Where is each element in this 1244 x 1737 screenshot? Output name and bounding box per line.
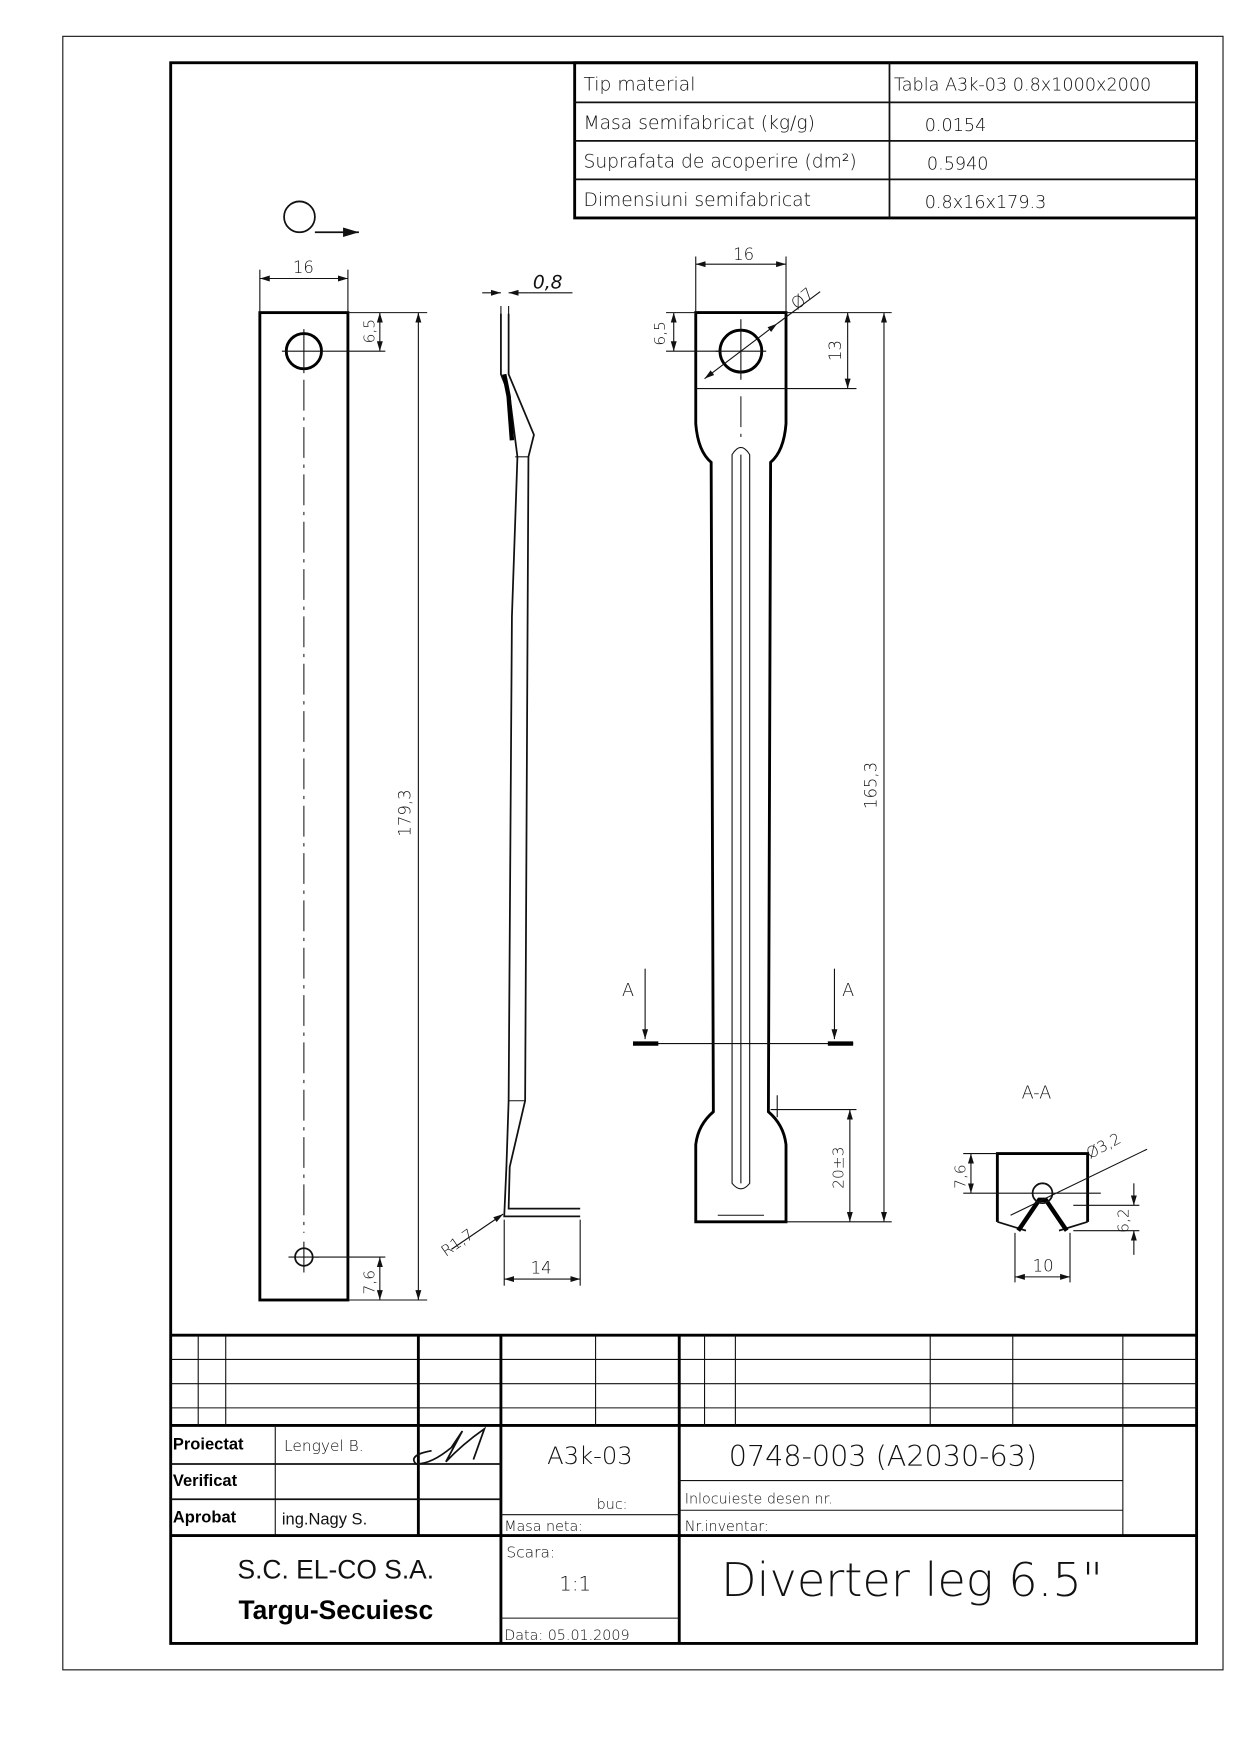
front-view: 16 179,3 6,5 7,6 [258, 258, 428, 1302]
formed-hole-diameter-dim: Ø7 [787, 284, 817, 314]
front-width-dim: 16 [293, 258, 314, 277]
role-approved: Aprobat [173, 1508, 237, 1526]
section-depth-dim: 6,2 [1114, 1208, 1132, 1233]
formed-foot-dim: 20±3 [829, 1146, 847, 1188]
outer-frame [62, 35, 1224, 1671]
material-value: Tabla A3k-03 0.8x1000x2000 [894, 75, 1151, 95]
side-view: 0,8 R1,7 14 [438, 272, 581, 1286]
replaces-label: Inlocuieste desen nr. [685, 1492, 833, 1508]
blank-mass-label: Masa semifabricat (kg/g) [583, 113, 814, 134]
section-view: A-A 7,6 Ø3,2 6,2 10 [951, 1084, 1148, 1283]
formed-hole-offset-dim: 6,5 [651, 321, 669, 346]
section-height-dim: 7,6 [951, 1164, 969, 1189]
material-label: Tip material [583, 74, 695, 95]
section-width-dim: 10 [1033, 1256, 1054, 1275]
front-hole-offset-dim: 6,5 [360, 319, 378, 344]
projection-symbol-icon [283, 200, 359, 238]
net-mass-label: Masa neta: [504, 1519, 583, 1535]
front-length-dim: 179,3 [396, 789, 415, 836]
section-hole-diameter-dim: Ø3,2 [1083, 1130, 1124, 1163]
section-mark-right: A [842, 981, 854, 1001]
formed-width-dim: 16 [733, 245, 754, 264]
designer-signature [412, 1426, 487, 1465]
inventory-label: Nr.inventar: [685, 1519, 769, 1535]
scale-label: Scara: [506, 1544, 555, 1562]
front-bottom-hole-dim: 7,6 [360, 1270, 378, 1295]
quantity-label: buc: [597, 1497, 628, 1513]
side-radius-dim: R1,7 [438, 1225, 477, 1260]
side-foot-dim: 14 [531, 1259, 552, 1278]
drawing-date: Data: 05.01.2009 [504, 1628, 629, 1644]
side-thickness-dim: 0,8 [533, 272, 563, 293]
formed-head-dim: 13 [826, 340, 845, 361]
role-checked: Verificat [173, 1472, 238, 1490]
blank-dimensions-value: 0.8x16x179.3 [925, 193, 1047, 213]
section-mark-left: A [622, 981, 634, 1001]
approver-name: ing.Nagy S. [282, 1511, 367, 1529]
material-table: Tip material Tabla A3k-03 0.8x1000x2000 … [573, 61, 1199, 220]
part-title: Diverter leg 6.5" [721, 1553, 1103, 1607]
coating-area-value: 0.5940 [927, 155, 989, 175]
drawing-number: 0748-003 (A2030-63) [729, 1439, 1037, 1473]
material-code: A3k-03 [547, 1442, 633, 1470]
section-title: A-A [1022, 1084, 1052, 1104]
company-name: S.C. EL-CO S.A. [237, 1554, 434, 1584]
formed-view: 16 Ø7 6,5 13 165,3 20±3 A A [622, 245, 892, 1224]
title-block: Proiectat Lengyel B. Verificat Aprobat i… [170, 1333, 1197, 1644]
blank-mass-value: 0.0154 [925, 116, 987, 136]
role-designed: Proiectat [173, 1436, 244, 1454]
scale-value: 1:1 [559, 1573, 591, 1596]
designer-name: Lengyel B. [284, 1437, 364, 1455]
inner-frame [169, 61, 1199, 1645]
coating-area-label: Suprafata de acoperire (dm²) [583, 151, 856, 172]
formed-length-dim: 165,3 [861, 762, 880, 809]
company-city: Targu-Secuiesc [238, 1595, 433, 1625]
blank-dimensions-label: Dimensiuni semifabricat [583, 190, 811, 211]
